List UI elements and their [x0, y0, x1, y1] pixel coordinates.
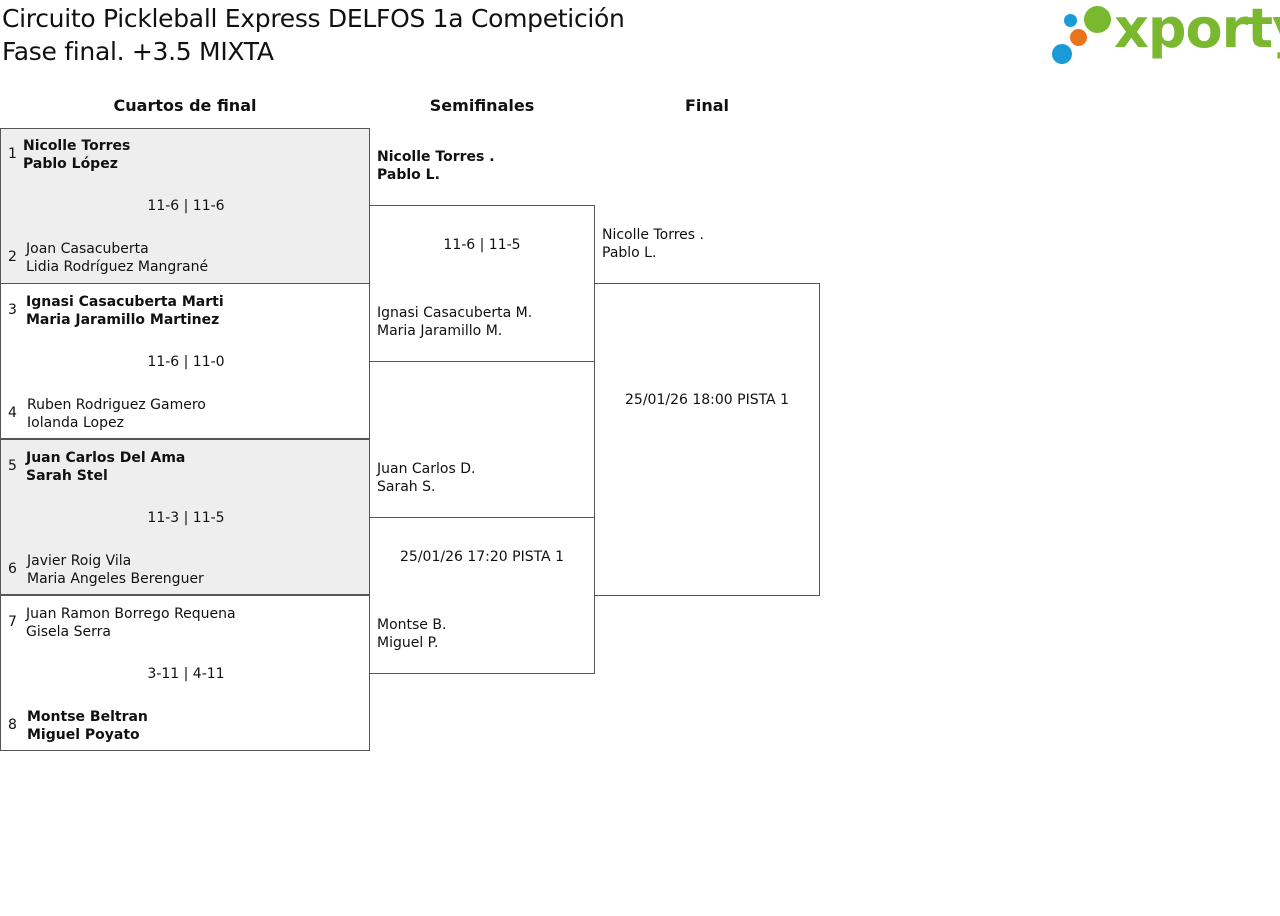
player-name: Montse B.: [377, 617, 447, 633]
team-b: Joan Casacuberta Lidia Rodríguez Mangran…: [26, 240, 208, 276]
logo-dot-orange: [1070, 29, 1087, 46]
team-a: Ignasi Casacuberta Marti Maria Jaramillo…: [26, 293, 224, 329]
player-name: Maria Jaramillo Martinez: [26, 312, 220, 328]
logo-dot-blue-small: [1064, 14, 1077, 27]
quarterfinal-match-3[interactable]: 5 Juan Carlos Del Ama Sarah Stel 11-3 | …: [0, 439, 370, 595]
quarterfinal-match-2[interactable]: 3 Ignasi Casacuberta Marti Maria Jaramil…: [0, 283, 370, 439]
player-name: Montse Beltran: [27, 709, 148, 725]
match-schedule: 25/01/26 17:20 PISTA 1: [400, 549, 564, 565]
match-score: 11-3 | 11-5: [147, 510, 225, 526]
final-team-a: Nicolle Torres . Pablo L.: [602, 226, 704, 262]
match-score: 11-6 | 11-5: [443, 237, 521, 253]
round-header-final: Final: [684, 96, 730, 115]
team-b: Javier Roig Vila Maria Angeles Berenguer: [27, 552, 204, 588]
player-name: Miguel Poyato: [27, 727, 140, 743]
seed-number: 1: [8, 146, 17, 162]
seed-number: 2: [8, 249, 17, 265]
logo-dot-blue-large: [1052, 44, 1072, 64]
semifinal-1-team-b: Ignasi Casacuberta M. Maria Jaramillo M.: [377, 304, 532, 340]
player-name: Maria Jaramillo M.: [377, 323, 503, 339]
player-name: Iolanda Lopez: [27, 415, 124, 431]
player-name: Ruben Rodriguez Gamero: [27, 397, 206, 413]
match-schedule: 25/01/26 18:00 PISTA 1: [625, 392, 789, 408]
player-name: Juan Ramon Borrego Requena: [26, 606, 236, 622]
player-name: Nicolle Torres .: [602, 227, 704, 243]
player-name: Sarah Stel: [26, 468, 108, 484]
quarterfinal-match-4[interactable]: 7 Juan Ramon Borrego Requena Gisela Serr…: [0, 595, 370, 751]
player-name: Joan Casacuberta: [26, 241, 149, 257]
seed-number: 3: [8, 302, 17, 318]
semifinal-2-team-b: Montse B. Miguel P.: [377, 616, 446, 652]
player-name: Miguel P.: [377, 635, 439, 651]
player-name: Ignasi Casacuberta M.: [377, 305, 533, 321]
match-score: 11-6 | 11-0: [147, 354, 225, 370]
player-name: Juan Carlos D.: [377, 461, 476, 477]
xporty-logo: xporty: [1050, 0, 1280, 66]
player-name: Javier Roig Vila: [27, 553, 132, 569]
team-b: Montse Beltran Miguel Poyato: [27, 708, 148, 744]
player-name: Nicolle Torres: [23, 138, 131, 154]
team-a: Juan Ramon Borrego Requena Gisela Serra: [26, 605, 236, 641]
seed-number: 4: [8, 405, 17, 421]
team-a: Juan Carlos Del Ama Sarah Stel: [26, 449, 185, 485]
player-name: Pablo L.: [377, 167, 440, 183]
round-header-quarterfinals: Cuartos de final: [113, 96, 257, 115]
semifinal-1-team-a: Nicolle Torres . Pablo L.: [377, 148, 495, 184]
team-a: Nicolle Torres Pablo López: [23, 137, 130, 173]
player-name: Juan Carlos Del Ama: [26, 450, 186, 466]
page-title: Circuito Pickleball Express DELFOS 1a Co…: [2, 2, 625, 68]
match-score: 3-11 | 4-11: [147, 666, 225, 682]
match-score: 11-6 | 11-6: [147, 198, 225, 214]
semifinal-match-1[interactable]: 11-6 | 11-5 Ignasi Casacuberta M. Maria …: [369, 205, 595, 362]
title-line-1: Circuito Pickleball Express DELFOS 1a Co…: [2, 4, 625, 33]
semifinal-2-team-a: Juan Carlos D. Sarah S.: [377, 460, 475, 496]
title-line-2: Fase final. +3.5 MIXTA: [2, 37, 274, 66]
player-name: Ignasi Casacuberta Marti: [26, 294, 224, 310]
seed-number: 5: [8, 458, 17, 474]
round-header-semifinals: Semifinales: [429, 96, 535, 115]
player-name: Nicolle Torres .: [377, 149, 495, 165]
semifinal-match-2[interactable]: 25/01/26 17:20 PISTA 1 Montse B. Miguel …: [369, 517, 595, 674]
quarterfinal-match-1[interactable]: 1 Nicolle Torres Pablo López 11-6 | 11-6…: [0, 128, 370, 284]
logo-text: xporty: [1114, 0, 1280, 60]
player-name: Gisela Serra: [26, 624, 111, 640]
player-name: Pablo L.: [602, 245, 657, 261]
seed-number: 7: [8, 614, 17, 630]
team-b: Ruben Rodriguez Gamero Iolanda Lopez: [27, 396, 206, 432]
player-name: Pablo López: [23, 156, 118, 172]
seed-number: 8: [8, 717, 17, 733]
final-match[interactable]: 25/01/26 18:00 PISTA 1: [594, 283, 820, 596]
player-name: Sarah S.: [377, 479, 436, 495]
player-name: Maria Angeles Berenguer: [27, 571, 204, 587]
player-name: Lidia Rodríguez Mangrané: [26, 259, 209, 275]
seed-number: 6: [8, 561, 17, 577]
logo-dot-green: [1084, 6, 1111, 33]
